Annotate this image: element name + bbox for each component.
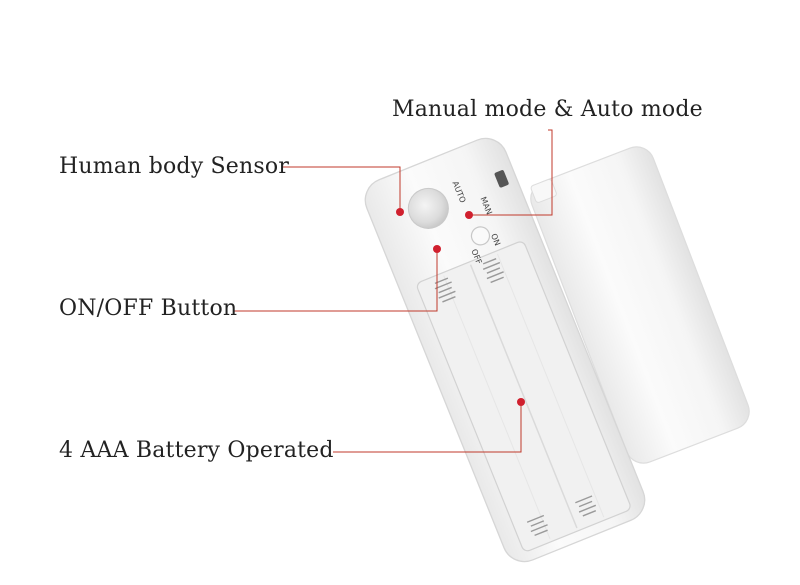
battery-cover [530, 146, 750, 464]
main-housing: AUTO MAN ON OFF [364, 137, 646, 563]
sensor-label: Human body Sensor [59, 154, 290, 179]
on-text: ON [489, 232, 502, 247]
button-dot [433, 245, 441, 253]
sensor-dot [396, 208, 404, 216]
leader-lines [234, 129, 553, 453]
mode-leader-line [469, 129, 553, 216]
battery-dot [517, 398, 525, 406]
motion-sensor [407, 187, 449, 229]
mode-dot [465, 211, 473, 219]
sensor-leader-line [282, 166, 401, 212]
on-off-button [470, 226, 491, 246]
callout-dots [396, 208, 525, 406]
button-label: ON/OFF Button [59, 296, 238, 321]
mode-label: Manual mode & Auto mode [392, 97, 703, 122]
button-leader-line [234, 250, 438, 312]
battery-label: 4 AAA Battery Operated [59, 438, 334, 463]
battery-leader-line [333, 402, 522, 453]
spring-top [434, 258, 504, 303]
spring-bottom [526, 495, 597, 537]
mode-switch [494, 170, 509, 188]
